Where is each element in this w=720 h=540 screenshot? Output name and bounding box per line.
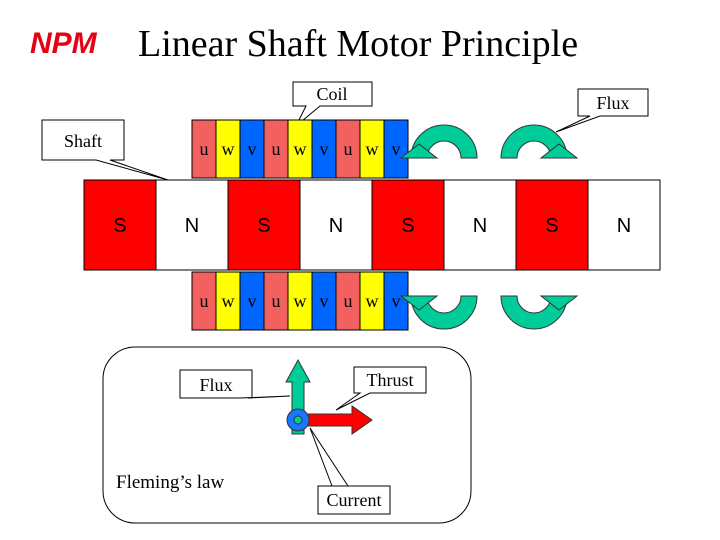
thrust-callout: Thrust xyxy=(335,366,427,411)
inset-flux-label: Flux xyxy=(199,375,232,395)
upper-coil-phase-7 xyxy=(359,119,385,179)
upper-coil-phase-6 xyxy=(335,119,361,179)
lower-coil-phase-1 xyxy=(215,271,241,331)
upper-coil-phase-label: u xyxy=(200,139,209,159)
lower-coil-phase-label: v xyxy=(320,291,329,311)
upper-coil-phase-8 xyxy=(383,119,409,179)
upper-coil-phase-label: w xyxy=(222,139,235,159)
shaft-pole-6 xyxy=(515,179,589,271)
upper-coil-phase-0 xyxy=(191,119,217,179)
fleming-inset: Flux Thrust Current Fleming’s law xyxy=(102,346,472,524)
upper-coil-phase-label: v xyxy=(392,139,401,159)
lower-coil-phase-label: u xyxy=(344,291,353,311)
shaft-callout: Shaft xyxy=(41,119,169,181)
lower-coil-phase-label: v xyxy=(392,291,401,311)
lower-coil-phase-0 xyxy=(191,271,217,331)
slide-title: Linear Shaft Motor Principle xyxy=(138,23,578,65)
lower-coil-phase-label: w xyxy=(366,291,379,311)
shaft-pole-label: S xyxy=(545,215,558,237)
shaft-pole-3 xyxy=(299,179,373,271)
shaft-pole-label: S xyxy=(401,215,414,237)
thrust-callout-label: Thrust xyxy=(367,370,414,390)
upper-coil-phase-label: w xyxy=(294,139,307,159)
lower-coil-phase-label: u xyxy=(200,291,209,311)
shaft-pole-label: N xyxy=(473,215,487,237)
current-callout: Current xyxy=(309,427,391,515)
shaft-pole-label: S xyxy=(257,215,270,237)
flux-curved-arrow-top-left-icon xyxy=(399,143,439,159)
shaft-pole-2 xyxy=(227,179,301,271)
current-callout-label: Current xyxy=(327,490,382,510)
fleming-law-label: Fleming’s law xyxy=(116,472,224,493)
current-dot-center xyxy=(293,415,303,425)
upper-coil-phase-5 xyxy=(311,119,337,179)
lower-coil-phase-3 xyxy=(263,271,289,331)
lower-coil-phase-label: w xyxy=(222,291,235,311)
npm-logo: NPM xyxy=(30,27,98,60)
shaft-pole-label: S xyxy=(113,215,126,237)
flux-arrows xyxy=(399,124,579,330)
flux-curved-arrow-top-right-icon xyxy=(539,143,579,159)
shaft-pole-label: N xyxy=(617,215,631,237)
lower-coil-phase-4 xyxy=(287,271,313,331)
lower-coil-phase-label: v xyxy=(248,291,257,311)
upper-coil-phase-label: u xyxy=(344,139,353,159)
upper-coil-phase-label: u xyxy=(272,139,281,159)
coil-callout-label: Coil xyxy=(316,84,347,104)
coil-callout: Coil xyxy=(292,81,373,127)
upper-coil-phase-1 xyxy=(215,119,241,179)
shaft-pole-label: N xyxy=(185,215,199,237)
shaft-pole-0 xyxy=(83,179,157,271)
flux-curved-arrow-top-left-body xyxy=(410,124,478,159)
flux-curved-arrow-bottom-left-body xyxy=(410,295,478,330)
lower-coil-phase-7 xyxy=(359,271,385,331)
flux-curved-arrow-bottom-left-icon xyxy=(399,295,439,311)
shaft-callout-label: Shaft xyxy=(64,131,102,151)
lower-coil-phase-2 xyxy=(239,271,265,331)
shaft-pole-4 xyxy=(371,179,445,271)
upper-coil-phase-label: v xyxy=(320,139,329,159)
lower-coil-phase-label: u xyxy=(272,291,281,311)
shaft-pole-label: N xyxy=(329,215,343,237)
upper-coil-phase-4 xyxy=(287,119,313,179)
flux-callout: Flux xyxy=(555,88,649,133)
inset-flux-callout: Flux xyxy=(179,369,291,399)
flux-callout-label: Flux xyxy=(596,93,629,113)
shaft-pole-7 xyxy=(587,179,661,271)
flux-curved-arrow-bottom-right-icon xyxy=(539,295,579,311)
upper-coil-phase-label: v xyxy=(248,139,257,159)
lower-coil-phase-label: w xyxy=(294,291,307,311)
thrust-arrow-icon xyxy=(303,405,373,435)
upper-coil-phase-label: w xyxy=(366,139,379,159)
lower-coil-phase-5 xyxy=(311,271,337,331)
upper-coil-phase-2 xyxy=(239,119,265,179)
